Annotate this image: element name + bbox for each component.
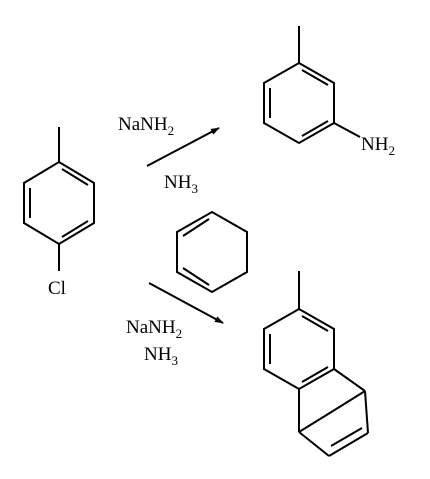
c-n-bond xyxy=(333,122,361,138)
bridge-alkene xyxy=(328,432,369,457)
m-toluidine: NH2 xyxy=(263,26,395,158)
reagent-bottom-line2: NH3 xyxy=(144,344,178,368)
chlorine-label: Cl xyxy=(48,278,66,299)
ring-double-bond xyxy=(301,366,329,383)
diene-double-bond xyxy=(182,267,210,286)
benzene-ring xyxy=(263,61,335,145)
benzene-ring xyxy=(23,160,95,246)
arrow-bottom xyxy=(148,282,224,324)
amine-label: NH2 xyxy=(361,134,395,158)
reagent-top-below: NH3 xyxy=(164,172,198,196)
reagent-top-above: NaNH2 xyxy=(118,114,174,138)
bridge-alkene-inner xyxy=(330,427,363,447)
ring-double-bond xyxy=(301,120,329,137)
ring-double-bond xyxy=(61,220,89,238)
reagent-bottom-line1: NaNH2 xyxy=(126,317,182,341)
ethano-bridge xyxy=(332,390,366,412)
ring-double-bond xyxy=(301,315,329,332)
bridge-bond xyxy=(298,431,330,457)
arrow-top xyxy=(146,127,220,167)
ring-double-bond xyxy=(61,168,89,186)
p-chlorotoluene: Cl xyxy=(23,127,95,299)
diene-double-bond xyxy=(182,218,210,237)
bridgehead-bond xyxy=(333,368,366,392)
ring-double-bond xyxy=(301,69,329,86)
cyclohexadiene xyxy=(176,210,248,294)
diels-alder-adduct xyxy=(263,271,369,457)
ethano-bridge xyxy=(298,410,334,433)
aromatic-ring xyxy=(263,307,335,391)
bridge-bond xyxy=(364,390,369,434)
cyclohexadiene-ring xyxy=(176,210,248,294)
